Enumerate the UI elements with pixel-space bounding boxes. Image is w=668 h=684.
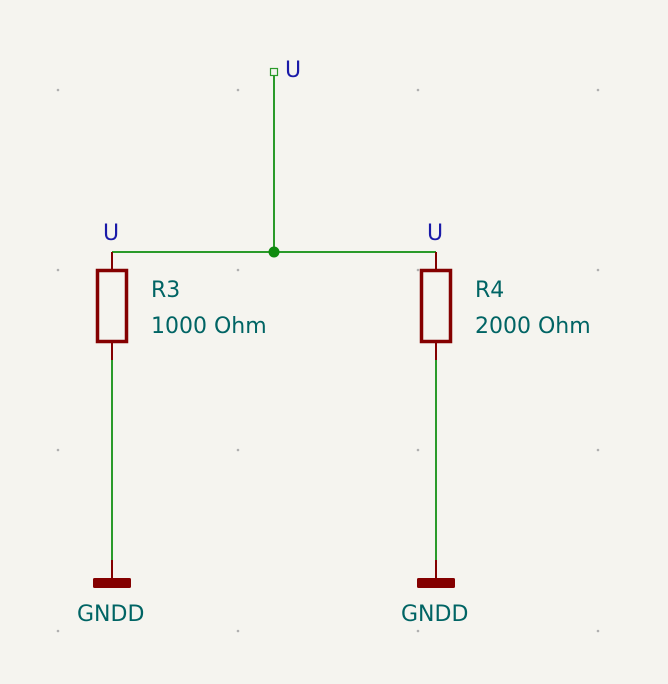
ground-icon bbox=[417, 578, 455, 588]
power-port-pin-icon[interactable] bbox=[269, 67, 279, 77]
grid-dot bbox=[596, 268, 600, 272]
grid-dot bbox=[236, 448, 240, 452]
grid-dot bbox=[236, 268, 240, 272]
resistor-body-icon bbox=[419, 268, 453, 344]
grid-dot bbox=[596, 88, 600, 92]
grid bbox=[56, 88, 600, 633]
grid-dot bbox=[56, 448, 60, 452]
grid-dot bbox=[416, 629, 420, 633]
grid-dot bbox=[236, 629, 240, 633]
resistor-r4[interactable] bbox=[419, 252, 453, 360]
ground-symbol-left[interactable] bbox=[93, 560, 131, 588]
resistor-body-icon bbox=[95, 268, 129, 344]
grid-dot bbox=[416, 88, 420, 92]
r4-reference: R4 bbox=[475, 278, 504, 303]
grid-dot bbox=[416, 268, 420, 272]
ground-icon bbox=[93, 578, 131, 588]
r3-value: 1000 Ohm bbox=[151, 314, 267, 339]
grid-dot bbox=[56, 268, 60, 272]
grid-dot bbox=[596, 448, 600, 452]
grid-dot bbox=[56, 629, 60, 633]
net-label-left: U bbox=[103, 221, 119, 246]
r4-value: 2000 Ohm bbox=[475, 314, 591, 339]
net-label-right: U bbox=[427, 221, 443, 246]
ground-label-left: GNDD bbox=[77, 602, 144, 627]
junction-dot[interactable] bbox=[268, 246, 280, 258]
ground-symbol-right[interactable] bbox=[417, 560, 455, 588]
grid-dot bbox=[596, 629, 600, 633]
grid-dot bbox=[416, 448, 420, 452]
ground-label-right: GNDD bbox=[401, 602, 468, 627]
r3-reference: R3 bbox=[151, 278, 180, 303]
grid-dot bbox=[56, 88, 60, 92]
grid-dot bbox=[236, 88, 240, 92]
power-port-label: U bbox=[285, 58, 301, 83]
resistor-r3[interactable] bbox=[95, 252, 129, 360]
